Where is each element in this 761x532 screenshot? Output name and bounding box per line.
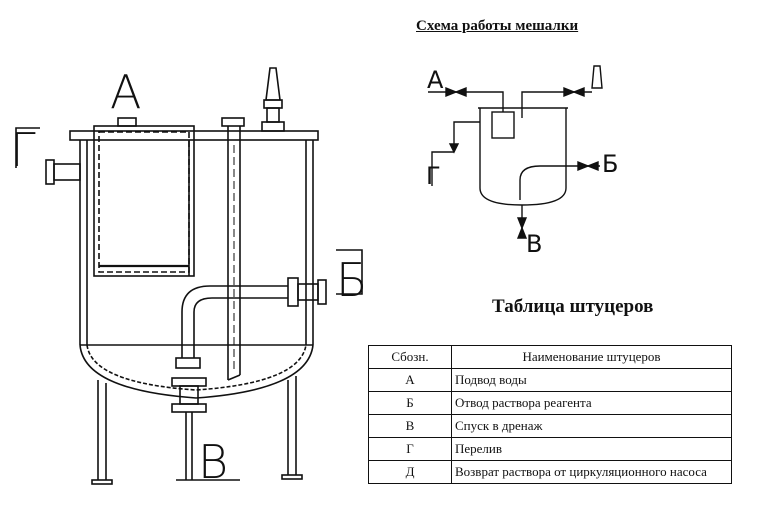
schema-title: Схема работы мешалки <box>416 18 579 34</box>
row-name: Спуск в дренаж <box>451 414 732 438</box>
label-v: В <box>198 435 228 489</box>
row-code: Г <box>368 437 452 461</box>
header-name: Наименование штуцеров <box>451 345 732 369</box>
label-g: Г <box>10 123 36 177</box>
header-code: Сбозн. <box>368 345 452 369</box>
tank-legs <box>91 376 303 485</box>
vent-nozzle <box>261 67 285 132</box>
table-title: Таблица штуцеров <box>492 296 654 317</box>
table-row: А Подвод воды <box>368 368 732 392</box>
row-name: Перелив <box>451 437 732 461</box>
table-row: Д Возврат раствора от циркуляционного на… <box>368 460 732 484</box>
schema-label-a: А <box>427 66 444 94</box>
drain-nozzle <box>171 357 240 481</box>
overflow-nozzle <box>15 127 81 185</box>
row-code: В <box>368 414 452 438</box>
label-a: А <box>110 65 141 119</box>
label-b: Б <box>336 253 368 307</box>
inner-basket <box>93 117 195 277</box>
row-code: Б <box>368 391 452 415</box>
internal-pipe <box>221 117 245 381</box>
outlet-elbow <box>181 249 363 358</box>
row-name: Подвод воды <box>451 368 732 392</box>
schema-label-b: Б <box>602 150 618 178</box>
row-code: Д <box>368 460 452 484</box>
table-row: Б Отвод раствора реагента <box>368 391 732 415</box>
row-code: А <box>368 368 452 392</box>
table-row: Г Перелив <box>368 437 732 461</box>
schema-diagram <box>428 65 603 239</box>
table-header-row: Сбозн. Наименование штуцеров <box>368 345 732 369</box>
schema-label-g: Г <box>426 162 441 190</box>
nozzle-table: Сбозн. Наименование штуцеров А Подвод во… <box>368 345 732 484</box>
row-name: Отвод раствора реагента <box>451 391 732 415</box>
row-name: Возврат раствора от циркуляционного насо… <box>451 460 732 484</box>
schema-label-v: В <box>526 230 542 258</box>
table-row: В Спуск в дренаж <box>368 414 732 438</box>
